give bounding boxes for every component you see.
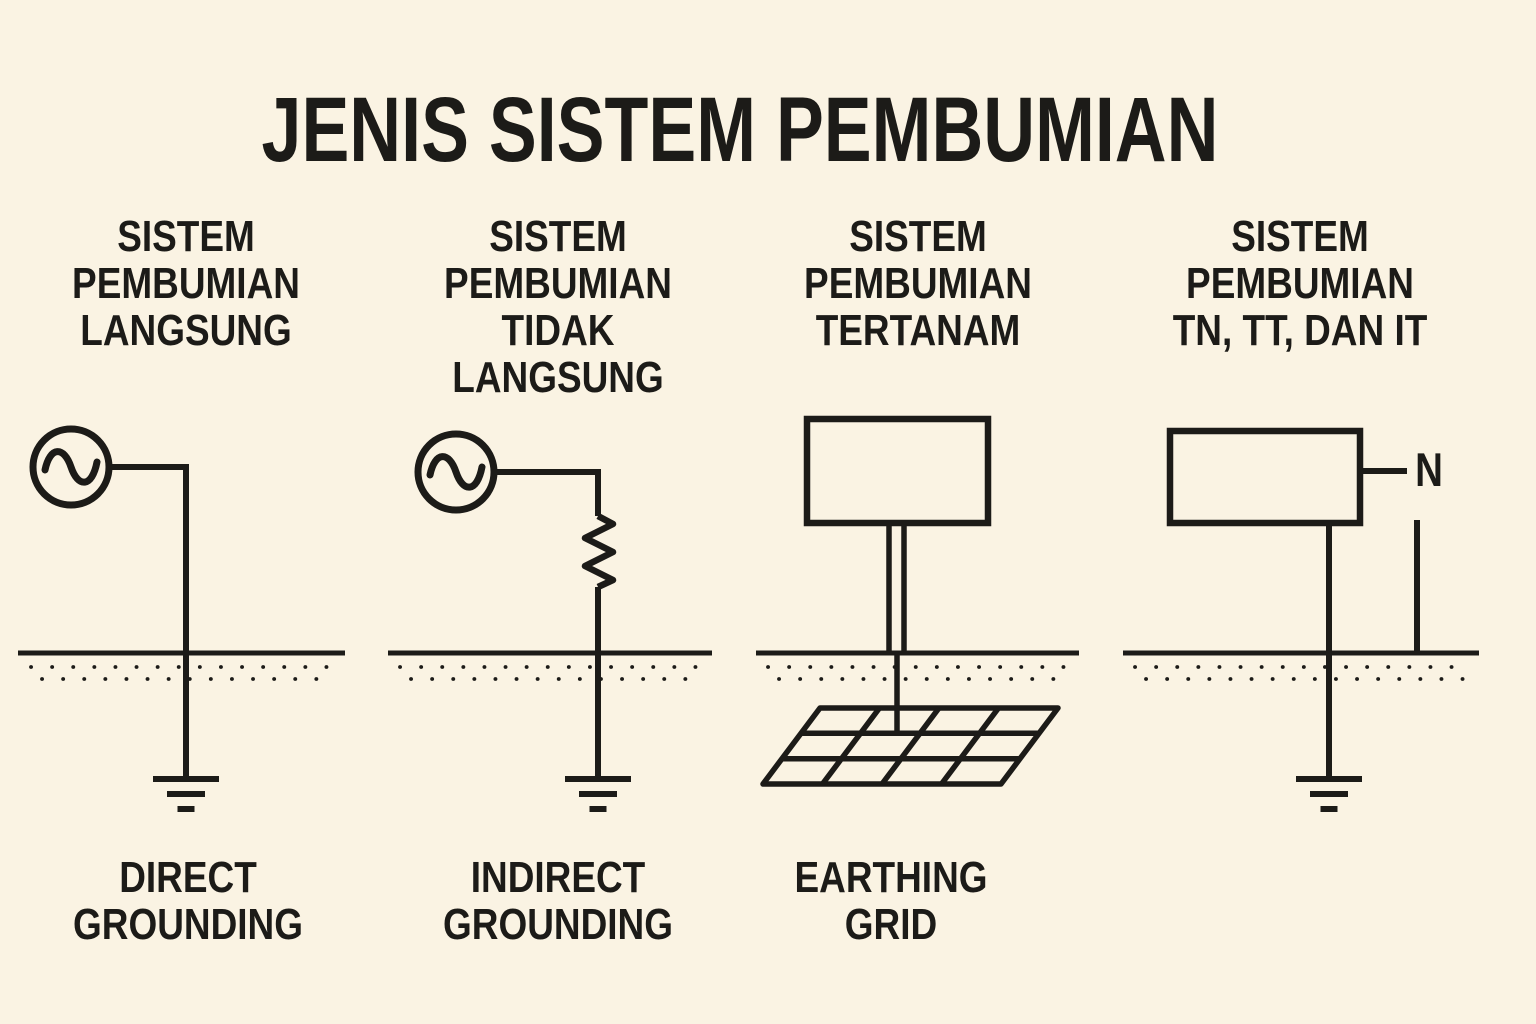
- equipment-box: [1166, 427, 1364, 527]
- equipment-box: [803, 415, 992, 527]
- page-title: JENIS SISTEM PEMBUMIAN: [261, 79, 1219, 181]
- column-header-tidak-langsung: SISTEM PEMBUMIAN TIDAK LANGSUNG: [444, 212, 672, 402]
- ac-source-icon: [418, 434, 494, 510]
- neutral-label: N: [1415, 444, 1443, 496]
- diagram-tn-tt-it: N: [1123, 427, 1479, 809]
- soil-dots: [766, 665, 1074, 681]
- earthing-grid-icon: [760, 705, 1061, 787]
- column-header-tertanam: SISTEM PEMBUMIAN TERTANAM: [804, 212, 1032, 355]
- column-header-tn-tt-it: SISTEM PEMBUMIAN TN, TT, DAN IT: [1172, 212, 1428, 355]
- earth-ground-icon: [565, 779, 631, 809]
- resistor-icon: [581, 513, 617, 590]
- diagram-earthing-grid: [756, 415, 1079, 787]
- diagram-direct-grounding: [18, 429, 345, 809]
- earth-ground-icon: [153, 779, 219, 809]
- double-down-conductor: [886, 523, 907, 651]
- soil-dots: [1133, 665, 1474, 681]
- earth-ground-icon: [1296, 779, 1362, 809]
- soil-dots: [398, 665, 707, 681]
- column-header-langsung: SISTEM PEMBUMIAN LANGSUNG: [72, 212, 300, 355]
- grounding-wire: [109, 464, 189, 777]
- caption-earthing-grid: EARTHING GRID: [794, 853, 988, 949]
- wire-to-resistor: [493, 469, 601, 516]
- caption-indirect-grounding: INDIRECT GROUNDING: [443, 853, 673, 949]
- ac-source-icon: [33, 429, 109, 505]
- caption-direct-grounding: DIRECT GROUNDING: [73, 853, 303, 949]
- diagram-indirect-grounding: [388, 434, 712, 809]
